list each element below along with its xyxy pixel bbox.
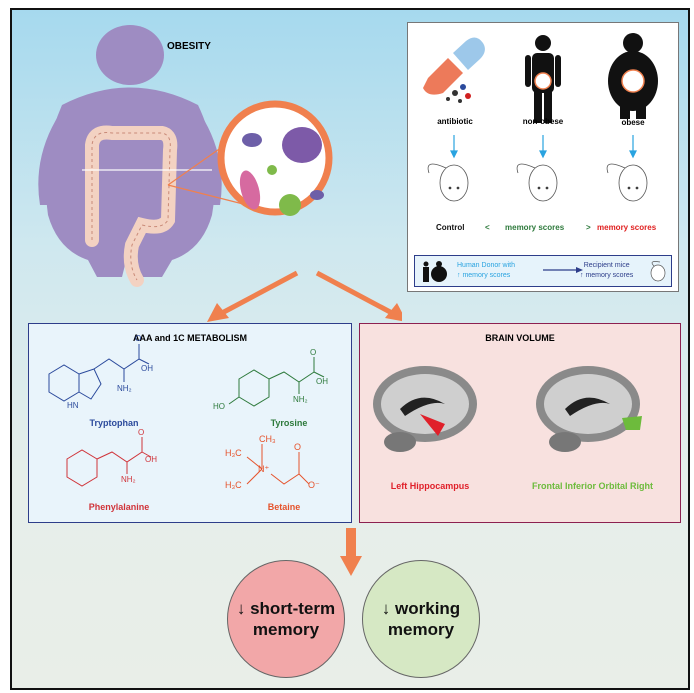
arrows: [207, 270, 402, 322]
graphical-abstract: OBESITY: [10, 8, 690, 690]
tryptophan-structure: [48, 344, 150, 402]
non-obese-person-icon: [525, 35, 561, 123]
group-label-non-obese: non-obese: [522, 117, 564, 126]
brain-images: [373, 366, 642, 452]
donor-line-2: ↑ memory scores: [457, 272, 511, 279]
transplant-legend: Human Donor with ↑ memory scores Recipien…: [414, 255, 672, 287]
compound-tryptophan: Tryptophan: [89, 418, 139, 428]
right-brain-slice: [536, 366, 642, 452]
gut-microbiome-circle: [217, 100, 333, 216]
arrow-down-icon: [340, 528, 362, 576]
recipient-line-1: Recipient mice: [583, 262, 630, 269]
outcome-short-term-memory: ↓ short-term memory: [227, 560, 345, 678]
mouse-icon: [427, 163, 648, 202]
less-than-sign: <: [485, 223, 490, 232]
atom-label: HN: [67, 401, 79, 410]
atom-label: OH: [316, 377, 328, 386]
obese-person-icon: [608, 33, 658, 119]
compound-betaine: Betaine: [267, 502, 301, 512]
region-left-hippocampus: Left Hippocampus: [390, 481, 470, 491]
outcome-working-memory: ↓ working memory: [362, 560, 480, 678]
compound-phenylalanine: Phenylalanine: [88, 502, 150, 512]
transplant-panel: antibiotic non-obese obese Control < mem…: [407, 22, 679, 292]
atom-label: N⁺: [258, 464, 270, 474]
atom-label: O: [135, 334, 142, 343]
mouse-icon: [650, 261, 666, 282]
atom-label: HO: [213, 402, 225, 411]
molecule-structures: [48, 344, 325, 487]
atom-label: NH₂: [121, 475, 136, 484]
atom-label: OH: [141, 364, 153, 373]
atom-label: NH₂: [293, 395, 308, 404]
metabolism-title: AAA and 1C METABOLISM: [133, 333, 247, 343]
donor-line-1: Human Donor with: [457, 262, 515, 269]
atom-label: O: [310, 348, 317, 357]
phenylalanine-structure: [66, 437, 152, 487]
left-brain-slice: [373, 366, 477, 452]
atom-label: OH: [145, 455, 157, 464]
greater-than-sign: >: [586, 223, 591, 232]
outcome-line-1: ↓ working: [381, 599, 461, 618]
non-obese-memory-scores: memory scores: [505, 223, 565, 232]
recipient-line-2: ↑ memory scores: [580, 272, 634, 279]
control-label: Control: [436, 223, 465, 232]
brain-volume-panel: BRAIN VOLUME Left Hippocampus Frontal In…: [359, 323, 681, 523]
atom-label: O: [138, 428, 145, 437]
atom-label: O: [294, 442, 302, 452]
atom-label: NH₂: [117, 384, 132, 393]
obesity-illustration: [38, 25, 402, 322]
atom-label: CH₃: [259, 434, 276, 444]
atom-label: O⁻: [308, 480, 320, 490]
arrow-right-icon: [543, 267, 583, 273]
metabolism-panel: AAA and 1C METABOLISM OH O NH₂ HN OH O N…: [28, 323, 352, 523]
region-frontal-inferior-orbital-right: Frontal Inferior Orbital Right: [532, 481, 653, 491]
tyrosine-structure: [228, 357, 325, 407]
atom-label: H₃C: [225, 448, 242, 458]
outcome-line-2: memory: [387, 620, 455, 639]
obese-memory-scores: memory scores: [597, 223, 657, 232]
donor-text: Human Donor with ↑ memory scores: [457, 261, 515, 281]
brain-title: BRAIN VOLUME: [485, 333, 555, 343]
donor-icons: [423, 33, 658, 202]
outcome-line-2: memory: [252, 620, 320, 639]
obesity-title: OBESITY: [167, 41, 211, 52]
betaine-structure: [246, 444, 310, 485]
human-donors-icon: [423, 261, 447, 282]
atom-label: H₃C: [225, 480, 242, 490]
compound-tyrosine: Tyrosine: [270, 418, 308, 428]
antibiotic-pill-icon: [423, 37, 485, 103]
recipient-text: Recipient mice ↑ memory scores: [580, 261, 633, 281]
group-label-obese: obese: [621, 118, 645, 127]
group-label-antibiotic: antibiotic: [437, 117, 473, 126]
outcome-line-1: ↓ short-term: [236, 599, 336, 618]
